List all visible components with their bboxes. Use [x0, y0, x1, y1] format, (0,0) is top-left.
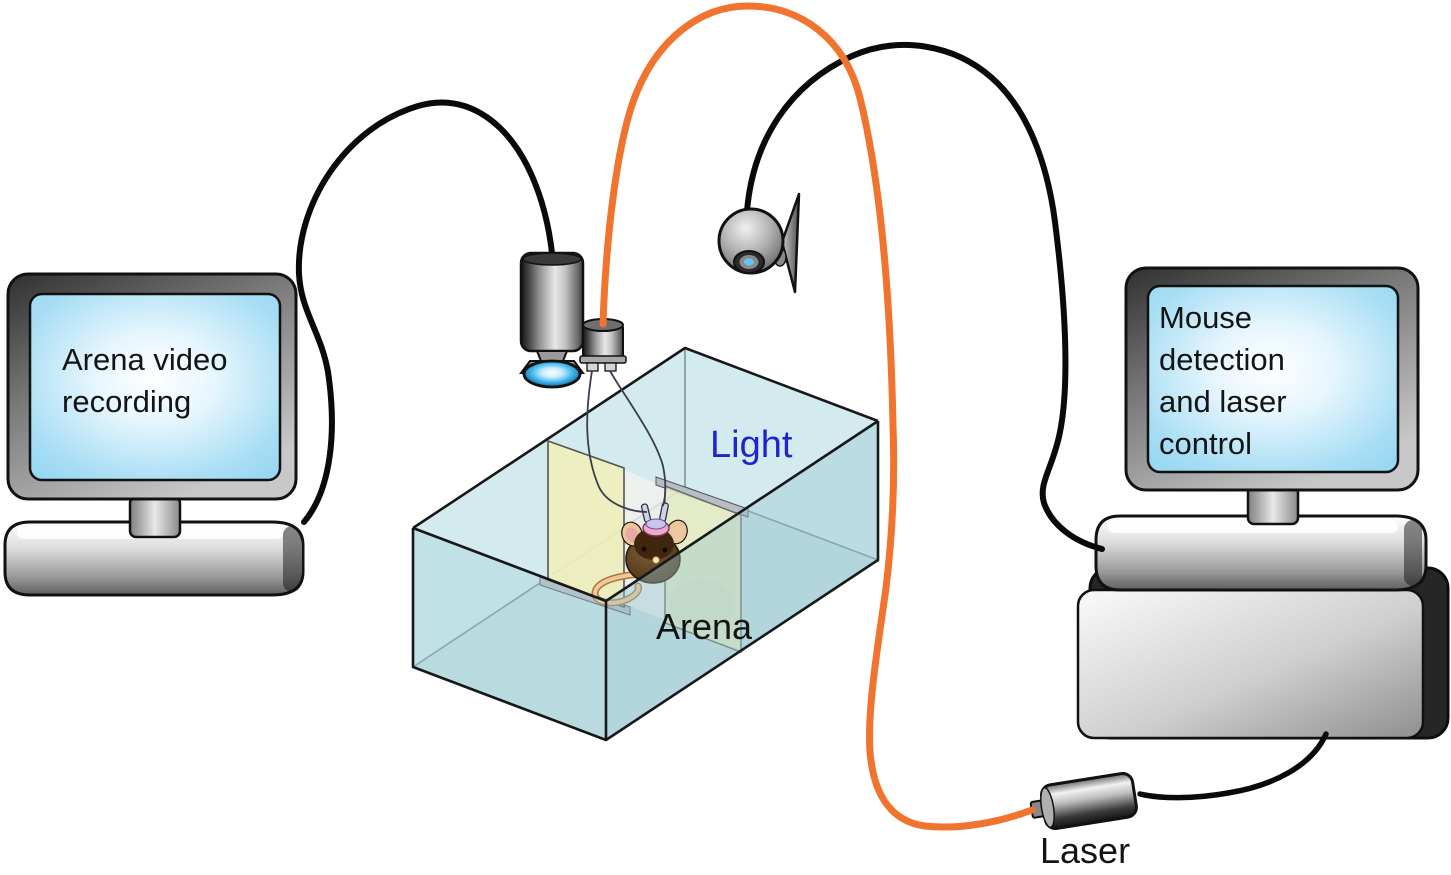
overhead-camera — [519, 251, 585, 389]
camera-neck — [535, 350, 569, 362]
left-monitor-line-1: Arena video — [62, 342, 228, 377]
implant-wire-left — [586, 370, 648, 513]
left-yellow-panel — [547, 439, 625, 609]
mouse-right-ear-inner — [670, 525, 684, 541]
right-monitor-line-4: control — [1159, 426, 1253, 461]
mouse-right-eye — [662, 547, 668, 553]
commutator-flange — [579, 355, 627, 364]
fiber-commutator — [579, 318, 627, 372]
implant-wire-right — [609, 370, 667, 507]
commutator-connector-right — [604, 362, 617, 372]
laser-end-cap — [1040, 787, 1055, 829]
arena-box — [411, 346, 880, 742]
light-label: Light — [710, 424, 793, 466]
left-monitor-screen-text: Arena video recording — [62, 339, 227, 423]
implant-cap-top — [645, 518, 667, 530]
tracking-webcam — [717, 192, 801, 294]
webcam-mount — [780, 192, 801, 294]
laser-cable — [1137, 731, 1329, 801]
arena-label: Arena — [656, 606, 753, 647]
left-monitor-line-2: recording — [62, 384, 192, 419]
laser-label: Laser — [1040, 830, 1131, 871]
camera-body — [519, 251, 585, 353]
arena-floor — [413, 487, 878, 740]
monitor-base-shadow — [283, 526, 301, 592]
mouse-left-eye — [641, 546, 647, 552]
top-rail — [655, 476, 749, 518]
left-monitor — [3, 272, 305, 597]
camera-lens-light — [522, 359, 582, 389]
monitor-screen — [28, 292, 282, 482]
optical-fiber-cable — [599, 2, 1036, 831]
webcam-cable — [744, 42, 1105, 552]
monitor-stand — [1246, 484, 1300, 526]
monitor-stand — [128, 495, 182, 539]
mouse-nose — [652, 556, 660, 564]
webcam-lens-glass — [744, 258, 754, 266]
right-monitor-line-3: and laser — [1159, 384, 1287, 419]
right-monitor-line-2: detection — [1159, 342, 1285, 377]
monitor-screen — [1146, 284, 1400, 474]
monitor-base-shadow — [1404, 520, 1422, 586]
monitor-base — [1094, 514, 1428, 592]
camera-cable — [295, 99, 555, 525]
right-monitor-screen-text: Mouse detection and laser control — [1159, 297, 1287, 465]
front-left-wall — [413, 528, 606, 740]
arena-edges — [411, 346, 880, 742]
right-monitor-line-1: Mouse — [1159, 300, 1253, 335]
implant-wires — [586, 370, 667, 513]
control-computer — [1076, 266, 1450, 740]
laser-body — [1040, 772, 1138, 830]
monitor-base-highlight — [1108, 520, 1398, 533]
commutator-connector-left — [586, 362, 599, 372]
front-right-wall — [606, 421, 878, 740]
camera-top — [522, 252, 582, 266]
laser-device — [1029, 772, 1138, 830]
computer-box-front — [1076, 588, 1425, 740]
